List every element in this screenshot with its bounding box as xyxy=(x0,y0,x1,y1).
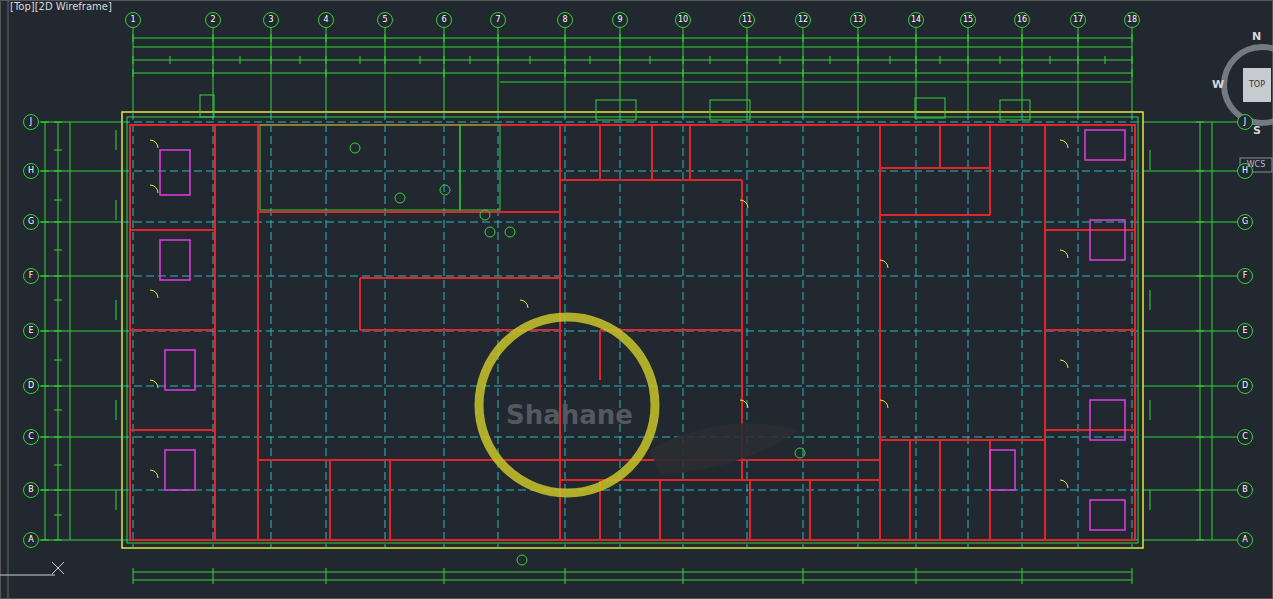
node-text: 2 xyxy=(210,15,215,24)
node-text: 17 xyxy=(1073,15,1083,24)
node-text: 8 xyxy=(562,15,567,24)
ucs-menu: WCS xyxy=(1240,158,1272,172)
row-grid-bubble: D xyxy=(23,378,39,394)
node-text: D xyxy=(1242,381,1248,390)
node-text: H xyxy=(28,166,34,175)
node-text: 18 xyxy=(1127,15,1137,24)
node-text: C xyxy=(1242,432,1248,441)
column-grid-bubble: 4 xyxy=(318,12,334,28)
node-text: 10 xyxy=(678,15,688,24)
column-grid-bubble: 17 xyxy=(1070,12,1086,28)
column-grid-bubble: 18 xyxy=(1124,12,1140,28)
node-text: TOP xyxy=(1249,80,1265,89)
compass-letter: S xyxy=(1253,124,1261,137)
node-text: 5 xyxy=(382,15,387,24)
node-text: G xyxy=(1242,217,1248,226)
column-grid-bubble: 3 xyxy=(263,12,279,28)
watermark: Shahane xyxy=(506,400,633,430)
node-text: B xyxy=(1242,485,1248,494)
node-text: 11 xyxy=(742,15,752,24)
node-text: A xyxy=(28,535,33,544)
column-grid-bubble: 5 xyxy=(377,12,393,28)
node-text: G xyxy=(28,217,34,226)
row-grid-bubble: F xyxy=(1237,268,1253,284)
column-grid-bubble: 9 xyxy=(612,12,628,28)
column-grid-bubble: 12 xyxy=(795,12,811,28)
column-grid-bubble: 8 xyxy=(557,12,573,28)
row-grid-bubble: J xyxy=(1237,114,1253,130)
row-grid-bubble: B xyxy=(23,482,39,498)
node-text: 4 xyxy=(323,15,328,24)
node-text: B xyxy=(28,485,34,494)
row-grid-bubble: G xyxy=(1237,214,1253,230)
row-grid-bubble: E xyxy=(1237,323,1253,339)
row-grid-bubble: C xyxy=(1237,429,1253,445)
row-grid-bubble: E xyxy=(23,323,39,339)
node-text: J xyxy=(30,117,32,126)
row-grid-bubble: C xyxy=(23,429,39,445)
node-text: D xyxy=(28,381,34,390)
node-text: E xyxy=(28,326,33,335)
row-grid-bubble: J xyxy=(23,114,39,130)
node-text: 14 xyxy=(911,15,921,24)
compass-letter: N xyxy=(1252,30,1261,43)
column-grid-bubble: 13 xyxy=(850,12,866,28)
column-grid-bubble: 7 xyxy=(490,12,506,28)
viewport-label: [Top][2D Wireframe] xyxy=(10,1,112,12)
node-text: F xyxy=(1243,271,1248,280)
node-text: A xyxy=(1242,535,1247,544)
row-grid-bubble: D xyxy=(1237,378,1253,394)
node-text: 15 xyxy=(963,15,973,24)
node-text: 9 xyxy=(617,15,622,24)
node-text: F xyxy=(29,271,34,280)
column-grid-bubble: 2 xyxy=(205,12,221,28)
node-text: 7 xyxy=(495,15,500,24)
node-text: J xyxy=(1244,117,1246,126)
node-text: 1 xyxy=(130,15,135,24)
compass-letter: W xyxy=(1212,78,1224,91)
node-text: 12 xyxy=(798,15,808,24)
row-grid-bubble: G xyxy=(23,214,39,230)
column-grid-bubble: 16 xyxy=(1014,12,1030,28)
column-grid-bubble: 15 xyxy=(960,12,976,28)
node-text: 13 xyxy=(853,15,863,24)
row-grid-bubble: B xyxy=(1237,482,1253,498)
column-grid-bubble: 1 xyxy=(125,12,141,28)
node-text: C xyxy=(28,432,34,441)
row-grid-bubble: H xyxy=(23,163,39,179)
column-grid-bubble: 11 xyxy=(739,12,755,28)
row-grid-bubble: A xyxy=(23,532,39,548)
node-text: 3 xyxy=(268,15,273,24)
node-text: 16 xyxy=(1017,15,1027,24)
column-grid-bubble: 6 xyxy=(436,12,452,28)
node-text: WCS xyxy=(1247,160,1266,169)
node-text: E xyxy=(1242,326,1247,335)
viewcube-face: TOP xyxy=(1243,68,1271,102)
column-grid-bubble: 10 xyxy=(675,12,691,28)
node-text: 6 xyxy=(441,15,446,24)
column-grid-bubble: 14 xyxy=(908,12,924,28)
row-grid-bubble: F xyxy=(23,268,39,284)
row-grid-bubble: A xyxy=(1237,532,1253,548)
